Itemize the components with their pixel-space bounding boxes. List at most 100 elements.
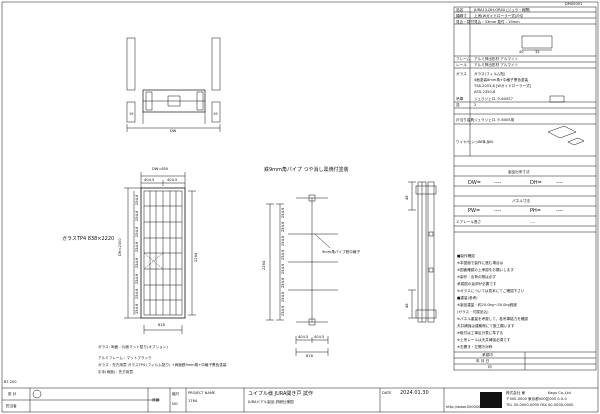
footer-scale-value: NO. xyxy=(172,402,179,406)
note-line: ※右開き・左開き対称 xyxy=(457,345,493,349)
elevation-row: 254.6 xyxy=(135,226,139,237)
note-line: 天井補強は建築側にて施工願います xyxy=(457,324,515,328)
note-line: ■重量(参考) xyxy=(457,296,478,300)
note-line: ※パネル重量を考慮して、各吊車能力を確認 xyxy=(457,317,529,321)
bar-detail-row: 254.6 xyxy=(281,221,285,232)
spec-label: 吊車 xyxy=(456,97,464,101)
footer-company: 株式会社 東 xyxy=(506,391,526,395)
dw-label: DW= xyxy=(468,180,481,186)
approval-title: 承認印 xyxy=(482,353,493,357)
note-line: (ガラス・付属品込) xyxy=(457,310,489,314)
section-dim-2: 33 xyxy=(535,50,540,54)
spec-label: ワイヤ/ヒンジ・ミュ xyxy=(456,140,490,144)
dw-value: ---- xyxy=(494,180,502,186)
footer-address: 〒000-0000 東京都000区000 0-0-0 xyxy=(506,397,567,401)
note-line: ※本図面で製作に進む場合は xyxy=(457,261,504,265)
extra-label: エアレール長さ xyxy=(456,220,482,224)
note-line: ※図面確認の上承認をお願いします xyxy=(457,268,514,272)
footer-subtitle: JURAドアル製品 詳細仕様図 xyxy=(248,400,294,404)
spec-value: 4面塗装8mm角+中格子黒色塗装 xyxy=(474,78,529,82)
note-line: ■製作確認 xyxy=(457,254,475,258)
footer-drawing-no-label: PROJECT NAME xyxy=(188,391,216,395)
spec-value: AFD-300 xyxy=(478,140,494,144)
footer-tel: TEL 00-0000-0000 FAX 00-0000-0000 xyxy=(506,403,574,407)
elevation-row: 254.6 xyxy=(135,210,139,221)
bar-detail-a: 404.5 xyxy=(298,335,309,339)
note-line: ※製品重量 : 約20.0kg～30.0kg程度 xyxy=(457,303,517,307)
dh-value: ---- xyxy=(556,180,564,186)
ph-value: ---- xyxy=(556,208,564,214)
spec-value: JURA13-DH-OR40 (ジュラ・両開) xyxy=(474,8,531,12)
spec-value: 2 xyxy=(474,103,477,107)
spec-value: アルミ押出形材 アルマイト xyxy=(474,57,519,61)
elevation-sub-left: 404.5 xyxy=(144,178,155,182)
elevation-bottom: 818 xyxy=(158,323,165,327)
bar-detail-width: 818 xyxy=(306,354,313,358)
elevation-dh: DH=2300 xyxy=(118,238,122,256)
bar-detail-row: 254.6 xyxy=(281,291,285,302)
footer-date: 2024.01.30 xyxy=(400,390,429,396)
material-line: アルミフレーム : マットブラック xyxy=(98,356,152,360)
footer-rev-label: 改番 xyxy=(152,398,160,402)
elevation-sub-right: 404.5 xyxy=(167,178,178,182)
spec-label: 皿 xyxy=(456,103,460,107)
note-line: ※製作・出荷の際は必ず xyxy=(457,275,496,279)
dims-header: 製品出来寸法 xyxy=(508,170,530,174)
spec-value: ジュラジェロ-ラ-600S用 xyxy=(474,118,515,122)
elevation-height: 2264 xyxy=(194,252,198,262)
bar-detail-b: 404.5 xyxy=(314,335,325,339)
bar-detail-height: 2264 xyxy=(262,260,266,270)
approval-stamp: 印 xyxy=(488,365,492,369)
bar-detail-title: 鉄9mm角パイプ つや消し黒焼付塗装 xyxy=(264,167,349,173)
dh-label: DH= xyxy=(530,180,542,186)
plan-dim-dw: DW xyxy=(170,129,177,133)
spec-value: AFD-2350-8 xyxy=(474,90,496,94)
elevation-footnote: ガラス: 両面・片面マット貼り(オプション) xyxy=(98,345,168,349)
spec-label: 見込・見付 xyxy=(456,20,474,24)
spec-label: 額縁寸 xyxy=(456,14,467,18)
footer-drawing-no: 1764 xyxy=(188,399,198,403)
elevation-row: 254.6 xyxy=(135,194,139,205)
spec-value: 上吊(Wガイドローラー式)戸引 xyxy=(474,14,524,18)
footer-project: ユイブル様 JURA開き戸 試作 xyxy=(248,391,314,397)
footer-left-code: BT-200 xyxy=(4,380,17,384)
bar-detail-row: 254.6 xyxy=(281,235,285,246)
spec-value: ガラス(フィルム貼) xyxy=(474,72,506,76)
material-line: ガラス : 先方用意 ガラスTP4 (フィルム貼り) +両面鉄9mm角+中格子黒… xyxy=(98,363,227,367)
approval-date: 年 月 日 xyxy=(476,359,490,363)
elevation-glass-label: ガラスTP4 838×2220 xyxy=(62,236,115,242)
spec-value: 見込 : 33mm 見付 : 19mm xyxy=(474,20,520,24)
note-line: ※上吊レールは天井補強必須です xyxy=(457,338,511,342)
bar-detail-row: 254.6 xyxy=(281,263,285,274)
bar-detail-callout: 9mm角パイプ鉄中格子 xyxy=(322,250,361,254)
right-section-dim-top: 48 xyxy=(405,195,409,200)
header-code: DM00001 xyxy=(565,2,583,6)
plan-dim-left: 19 xyxy=(129,112,134,116)
note-line: 承認図の返却が必要です xyxy=(457,282,497,286)
bar-detail-row: 254.6 xyxy=(281,277,285,288)
pw-value: ---- xyxy=(494,208,502,214)
elevation-row: 254.6 xyxy=(135,303,139,314)
plan-dim-right: 19 xyxy=(213,112,218,116)
bar-detail-row: 254.6 xyxy=(281,207,285,218)
note-line: ※取付は工事区分表に準ずる xyxy=(457,331,504,335)
pw-label: PW= xyxy=(468,208,481,214)
section-dim-1: 40 xyxy=(519,50,524,54)
elevation-width: DW=850 xyxy=(152,167,169,171)
spec-label: 品名 xyxy=(456,8,464,12)
spec-value: ジュラジェロ-ラ-600S7 xyxy=(474,97,513,101)
footer-date-label: DATE xyxy=(382,391,392,395)
elevation-row: 254.6 xyxy=(135,273,139,284)
spec-value: TS8-2003-8 [Wガイドローラー式] xyxy=(474,84,532,88)
elevation-row: 254.6 xyxy=(135,288,139,299)
footer-url: http://www.000000.com xyxy=(446,405,490,409)
right-section-dim-bottom: 48 xyxy=(405,303,409,308)
extra-value: ---- xyxy=(530,220,536,224)
bar-detail-row: 254.6 xyxy=(281,249,285,260)
footer-side-label-1: 設 計 xyxy=(8,392,17,396)
note-line: ※ガラスについては見本にてご確認下さい xyxy=(457,289,525,293)
spec-label: レール xyxy=(456,63,467,67)
footer-company-en: Kagu Co.,Ltd xyxy=(548,391,571,395)
footer-scale-label: 縮尺 xyxy=(172,392,180,396)
